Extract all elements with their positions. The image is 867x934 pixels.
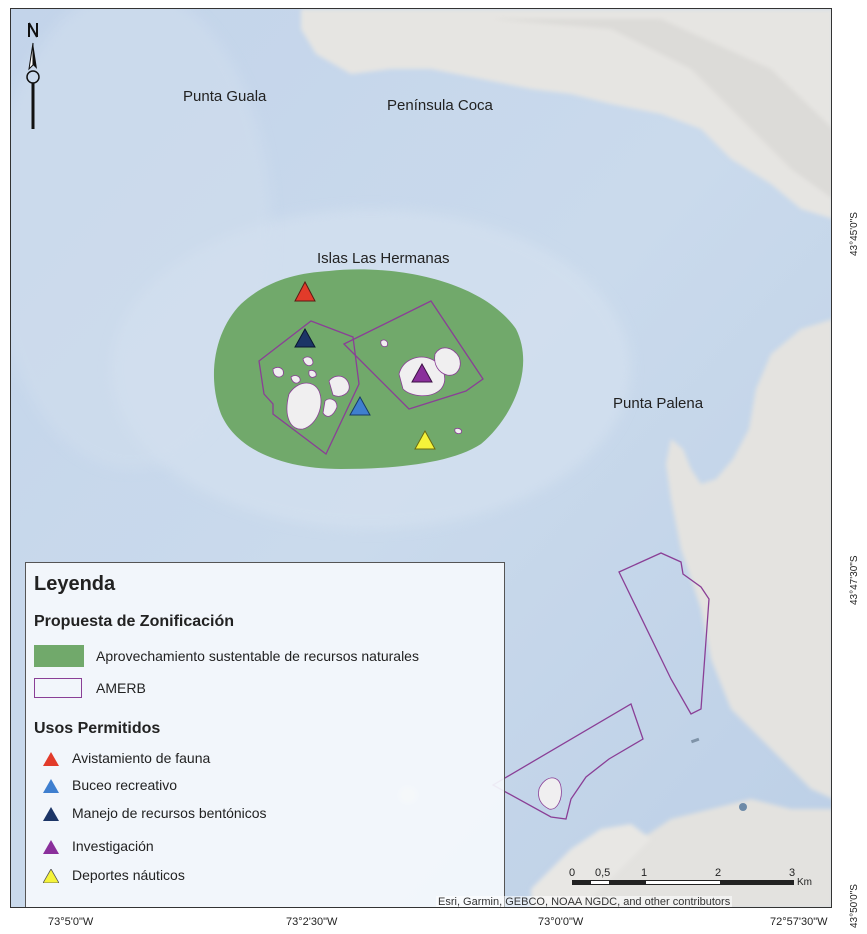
map-frame: Punta Guala Península Coca Islas Las Her…	[10, 8, 832, 908]
marker-buceo-recreativo-icon[interactable]	[349, 395, 371, 416]
label-punta-palena: Punta Palena	[613, 395, 704, 412]
legend-item-aprovechamiento: Aprovechamiento sustentable de recursos …	[96, 648, 419, 664]
legend-purple-triangle-icon	[43, 840, 59, 854]
lat-tick-label: 43°50'0"S	[849, 884, 860, 928]
map-legend: Leyenda Propuesta de Zonificación Aprove…	[25, 562, 505, 907]
lat-tick-label: 43°47'30"S	[849, 555, 860, 606]
legend-swatch-green-zone	[34, 645, 84, 667]
lon-tick-label: 73°5'0"W	[48, 916, 94, 928]
legend-item-deportes: Deportes náuticos	[72, 867, 185, 883]
marker-investigacion-icon[interactable]	[411, 362, 433, 383]
small-islet	[690, 737, 700, 744]
marker-avistamiento-de-fauna-icon[interactable]	[294, 280, 316, 302]
amerb-inner-island	[538, 777, 562, 810]
scale-tick-0-5: 0,5	[595, 867, 611, 879]
north-arrow-icon	[26, 22, 40, 129]
land-punta-palena	[666, 319, 831, 799]
islas-las-hermanas-islands	[272, 339, 462, 435]
lon-tick-label: 73°2'30"W	[286, 916, 338, 928]
scale-tick-0: 0	[569, 867, 576, 879]
legend-uses-heading: Usos Permitidos	[34, 720, 161, 737]
scale-tick-3: 3	[789, 867, 796, 879]
legend-zonification-heading: Propuesta de Zonificación	[34, 613, 235, 630]
legend-item-investigacion: Investigación	[72, 838, 154, 854]
legend-swatch-amerb	[34, 678, 82, 698]
scale-tick-1: 1	[641, 867, 648, 879]
legend-yellow-triangle-icon	[43, 869, 59, 883]
lon-tick-label: 73°0'0"W	[538, 916, 584, 928]
scale-unit: Km	[797, 877, 812, 888]
land-peninsula-coca-shadow	[491, 19, 831, 198]
amerb-polygons	[258, 300, 710, 820]
legend-item-buceo: Buceo recreativo	[72, 777, 178, 793]
land-southwest-point	[531, 824, 651, 907]
legend-navy-triangle-icon	[43, 807, 59, 821]
legend-red-triangle-icon	[43, 752, 59, 766]
small-islet	[739, 803, 747, 811]
marker-manejo-recursos-bentonicos-icon[interactable]	[294, 327, 316, 348]
scale-bar: 0 0,5 1 2 3 Km	[569, 867, 829, 897]
label-punta-guala: Punta Guala	[183, 88, 267, 105]
lon-tick-label: 72°57'30"W	[770, 916, 828, 928]
legend-blue-triangle-icon	[43, 779, 59, 793]
scale-bar-graphic	[572, 880, 794, 885]
label-peninsula-coca: Península Coca	[387, 97, 493, 114]
legend-title: Leyenda	[34, 573, 116, 595]
scale-tick-2: 2	[715, 867, 722, 879]
legend-item-avistamiento: Avistamiento de fauna	[72, 750, 211, 766]
label-islas-las-hermanas: Islas Las Hermanas	[317, 250, 450, 267]
legend-item-amerb: AMERB	[96, 680, 146, 696]
shallow-water-shade	[11, 9, 271, 469]
attribution-text: Esri, Garmin, GEBCO, NOAA NGDC, and othe…	[436, 896, 733, 908]
marker-deportes-nauticos-icon[interactable]	[414, 429, 436, 450]
legend-item-manejo: Manejo de recursos bentónicos	[72, 805, 267, 821]
lat-tick-label: 43°45'0"S	[849, 212, 860, 256]
